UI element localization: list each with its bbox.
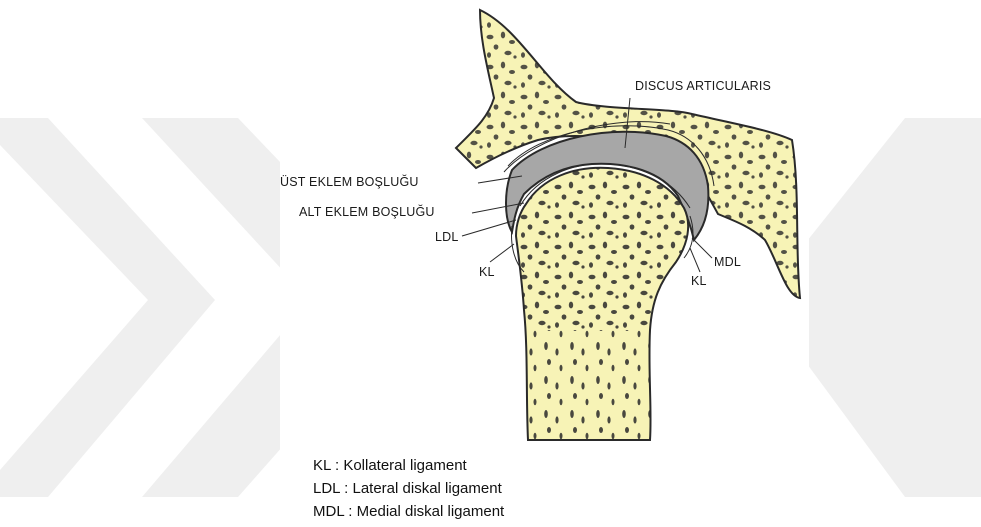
leader-kl-right: [690, 248, 700, 272]
legend-text: Kollateral ligament: [343, 457, 466, 474]
legend-separator: :: [340, 480, 353, 497]
label-mdl: MDL: [714, 255, 741, 269]
legend-row-ldl: LDL : Lateral diskal ligament: [313, 477, 504, 500]
label-alt-eklem-boslugu: ALT EKLEM BOŞLUĞU: [299, 205, 435, 219]
label-ldl: LDL: [435, 230, 459, 244]
legend-row-kl: KL : Kollateral ligament: [313, 454, 504, 477]
legend-separator: :: [344, 503, 357, 520]
label-discus-articularis: DISCUS ARTICULARIS: [635, 79, 771, 93]
legend-abbr: LDL: [313, 480, 340, 497]
watermark-left-chevron: [0, 118, 215, 497]
mandibular-condyle: [512, 164, 693, 440]
diagram-panel: DISCUS ARTICULARIS ÜST EKLEM BOŞLUĞU ALT…: [280, 0, 809, 527]
leader-mdl: [692, 238, 712, 258]
legend-text: Medial diskal ligament: [357, 503, 505, 520]
legend-abbr: KL: [313, 457, 331, 474]
leader-kl-left: [490, 244, 514, 262]
label-kl-left: KL: [479, 265, 495, 279]
legend-row-mdl: MDL : Medial diskal ligament: [313, 500, 504, 523]
label-ust-eklem-boslugu: ÜST EKLEM BOŞLUĞU: [280, 175, 419, 189]
legend: KL : Kollateral ligament LDL : Lateral d…: [313, 454, 504, 523]
legend-abbr: MDL: [313, 503, 344, 520]
label-kl-right: KL: [691, 274, 707, 288]
legend-separator: :: [331, 457, 344, 474]
leader-ldl: [462, 220, 516, 236]
legend-text: Lateral diskal ligament: [352, 480, 501, 497]
